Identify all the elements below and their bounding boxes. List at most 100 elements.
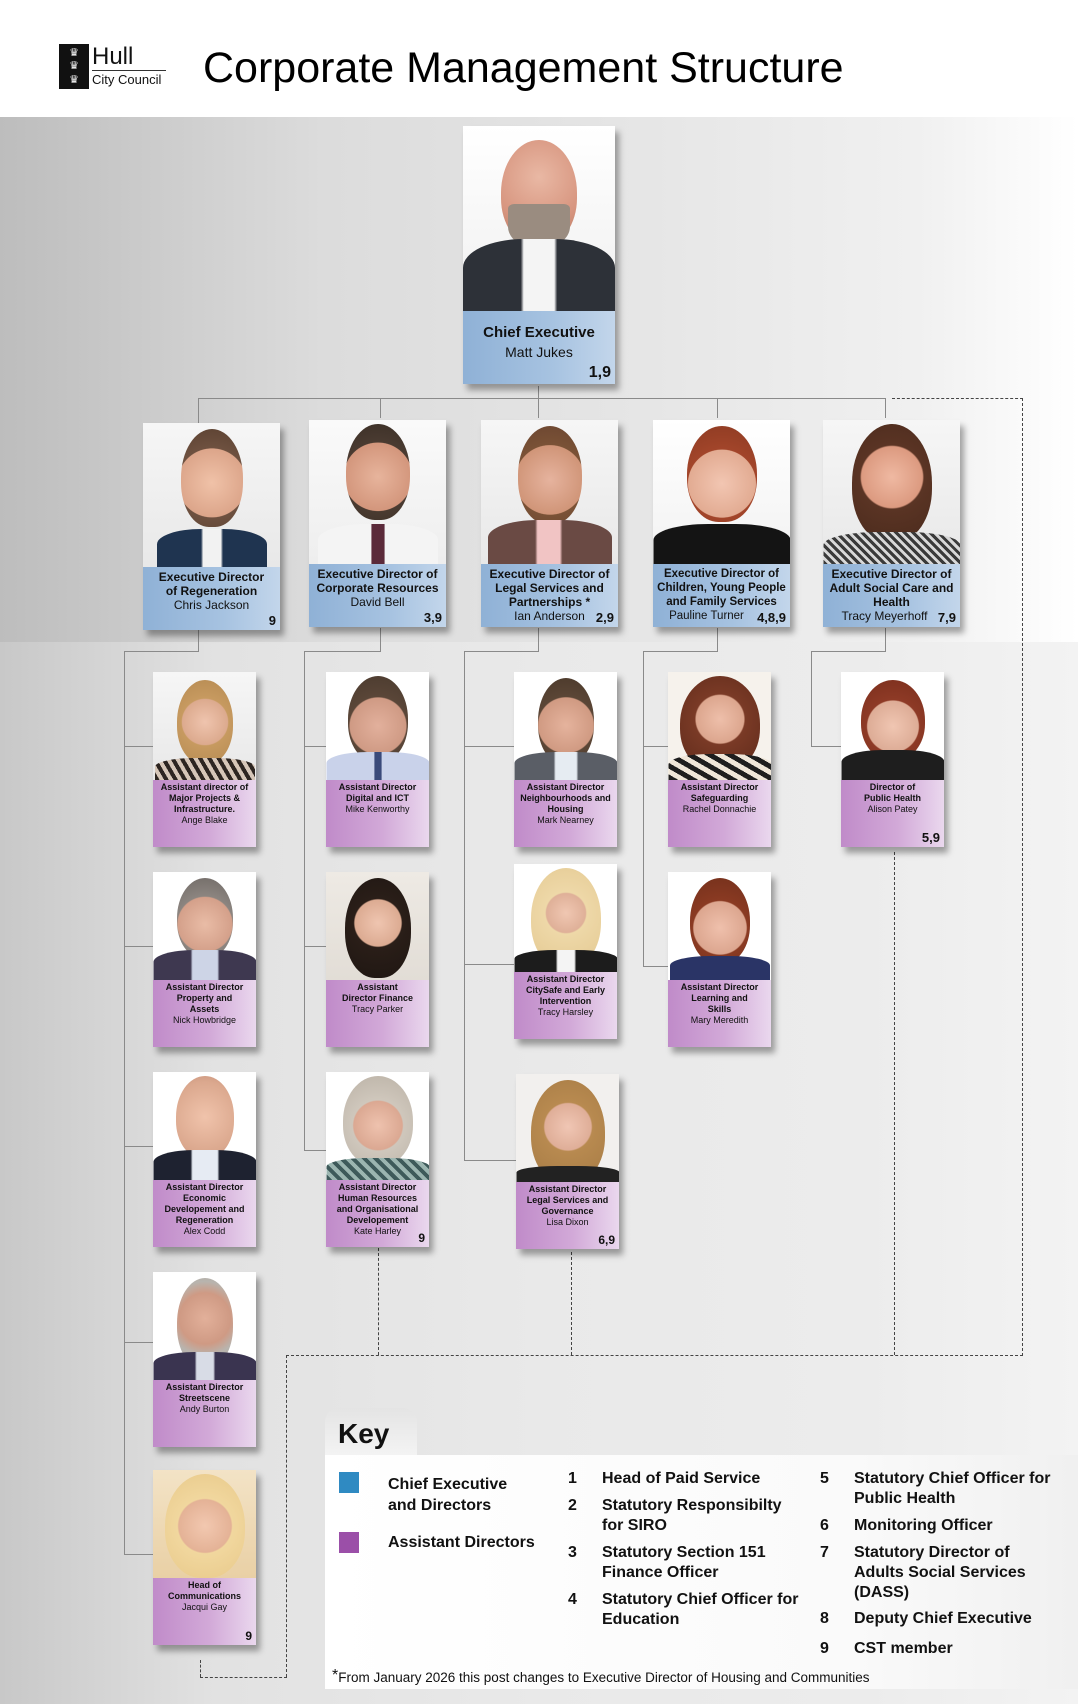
role-title: Assistant Director Property and Assets (165, 982, 244, 1014)
assistant-card[interactable]: Head of Communications Jacqui Gay 9 (153, 1470, 256, 1645)
cst-dashed-line (894, 852, 895, 1355)
connector (717, 628, 718, 652)
connector (124, 1554, 154, 1555)
connector (643, 651, 644, 967)
person-name: David Bell (350, 595, 405, 609)
portrait-photo (823, 420, 960, 564)
assistant-card[interactable]: Assistant Director Property and Assets N… (153, 872, 256, 1047)
key-item: 6 Monitoring Officer (820, 1517, 993, 1534)
portrait-photo (143, 423, 280, 567)
assistant-card[interactable]: Assistant Director Economic Developement… (153, 1072, 256, 1247)
assistant-card[interactable]: Director of Public Health Alison Patey 5… (841, 672, 944, 847)
logo-city-council-text: City Council (92, 72, 162, 87)
portrait-photo (326, 672, 429, 780)
connector (464, 1160, 516, 1161)
person-name: Alex Codd (183, 1226, 226, 1236)
legend-assistants: Assistant Directors (388, 1534, 535, 1551)
assistant-card[interactable]: Assistant Director Safeguarding Rachel D… (668, 672, 771, 847)
portrait-photo (309, 420, 446, 564)
connector (124, 1342, 154, 1343)
blue-swatch (339, 1472, 359, 1493)
person-name: Andy Burton (179, 1404, 230, 1414)
director-card-corporate-resources[interactable]: Executive Director of Corporate Resource… (309, 420, 446, 627)
key-title: Key (338, 1418, 390, 1449)
connector (811, 651, 812, 746)
role-title: Assistant Director Streetscene (165, 1382, 244, 1403)
director-card-children-young-people[interactable]: Executive Director of Children, Young Pe… (653, 420, 790, 627)
person-name: Tracy Meyerhoff (841, 609, 928, 623)
connector (464, 651, 539, 652)
cst-dashed-line (1022, 398, 1023, 1356)
role-title: Assistant Director Economic Developement… (164, 1182, 245, 1225)
connector (811, 746, 841, 747)
assistant-card[interactable]: Assistant Director Finance Tracy Parker (326, 872, 429, 1047)
person-name: Ange Blake (181, 815, 228, 825)
portrait-photo (326, 872, 429, 980)
connector (124, 651, 125, 1555)
person-name: Rachel Donnachie (682, 804, 757, 814)
portrait-photo (463, 126, 615, 311)
director-card-regeneration[interactable]: Executive Director of Regeneration Chris… (143, 423, 280, 630)
role-title: Assistant Director Finance (341, 982, 414, 1003)
person-name: Matt Jukes (505, 344, 573, 360)
person-name: Tracy Harsley (537, 1007, 594, 1017)
person-name: Ian Anderson (514, 609, 585, 623)
assistant-card[interactable]: Assistant Director Streetscene Andy Burt… (153, 1272, 256, 1447)
connector (643, 651, 718, 652)
portrait-photo (668, 672, 771, 780)
director-card-adult-social-care[interactable]: Executive Director of Adult Social Care … (823, 420, 960, 627)
person-name: Alison Patey (867, 804, 918, 814)
role-title: Assistant director of Major Projects & I… (160, 782, 249, 814)
portrait-photo (153, 872, 256, 980)
duty-codes: 9 (268, 613, 276, 628)
assistant-card[interactable]: Assistant Director Human Resources and O… (326, 1072, 429, 1247)
assistant-card[interactable]: Assistant director of Major Projects & I… (153, 672, 256, 847)
connector (124, 746, 154, 747)
director-card-legal-services[interactable]: Executive Director of Legal Services and… (481, 420, 618, 627)
key-item: 5 Statutory Chief Officer for Public Hea… (820, 1470, 1051, 1507)
cst-dashed-line (286, 1355, 1023, 1356)
role-title: Assistant Director Legal Services and Go… (526, 1184, 609, 1216)
connector (538, 628, 539, 652)
cst-dashed-line (200, 1677, 287, 1678)
duty-codes: 9 (418, 1231, 425, 1245)
duty-codes: 1,9 (588, 364, 611, 381)
key-item: 1 Head of Paid Service (568, 1470, 761, 1487)
connector (198, 398, 199, 423)
person-name: Lisa Dixon (546, 1217, 589, 1227)
connector (464, 651, 465, 1161)
person-name: Chris Jackson (173, 598, 250, 612)
connector (538, 386, 539, 400)
person-name: Tracy Parker (351, 1004, 404, 1014)
portrait-photo (153, 1470, 256, 1578)
connector (380, 398, 381, 418)
duty-codes: 5,9 (921, 830, 940, 845)
portrait-photo (153, 1272, 256, 1380)
connector (811, 651, 886, 652)
assistant-card[interactable]: Assistant Director Learning and Skills M… (668, 872, 771, 1047)
role-title: Executive Director of Legal Services and… (489, 567, 610, 609)
role-title: Executive Director of Corporate Resource… (316, 567, 439, 595)
portrait-photo (668, 872, 771, 980)
purple-swatch (339, 1532, 359, 1553)
key-item: 2 Statutory Responsibilty for SIRO (568, 1497, 782, 1534)
person-name: Mark Nearney (537, 815, 594, 825)
role-title: Assistant Director Learning and Skills (680, 982, 759, 1014)
portrait-photo (481, 420, 618, 564)
assistant-card[interactable]: Assistant Director Legal Services and Go… (516, 1074, 619, 1249)
page-title: Corporate Management Structure (203, 44, 844, 92)
connector (304, 946, 326, 947)
assistant-card[interactable]: Assistant Director CitySafe and Early In… (514, 864, 617, 1039)
cst-dashed-line (892, 398, 1023, 399)
connector (304, 651, 305, 1151)
chief-executive-card[interactable]: Chief Executive Matt Jukes 1,9 (463, 126, 615, 384)
connector (464, 746, 514, 747)
connector (198, 628, 199, 652)
duty-codes: 2,9 (595, 610, 614, 625)
assistant-card[interactable]: Assistant Director Neighbourhoods and Ho… (514, 672, 617, 847)
connector (304, 651, 381, 652)
cst-dashed-line (378, 1248, 379, 1355)
person-name: Kate Harley (353, 1226, 402, 1236)
assistant-card[interactable]: Assistant Director Digital and ICT Mike … (326, 672, 429, 847)
duty-codes: 4,8,9 (757, 610, 786, 625)
